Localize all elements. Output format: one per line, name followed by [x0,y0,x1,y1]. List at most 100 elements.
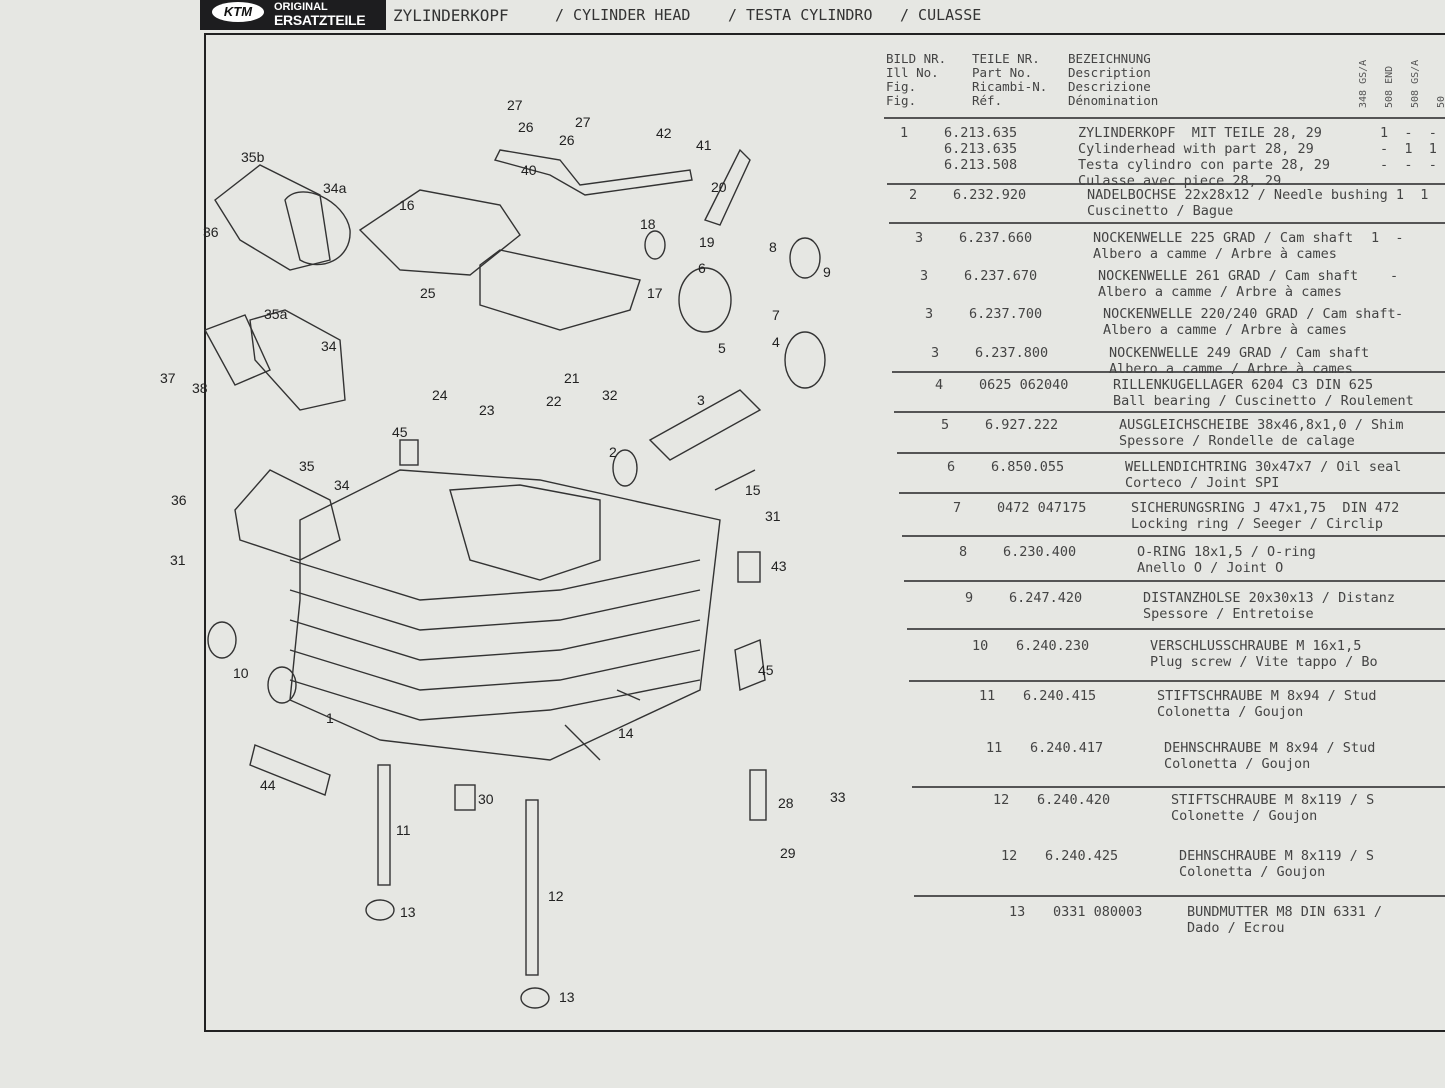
header-model: 508 GS/A [1410,60,1421,108]
part-description: STIFTSCHRAUBE M 8x119 / S Colonette / Go… [1171,792,1374,824]
part-number: 6.213.635 6.213.635 6.213.508 [944,125,1017,173]
part-description: NOCKENWELLE 225 GRAD / Cam shaft Albero … [1093,230,1353,262]
fig-number: 6 [947,459,955,475]
header-model: 50 [1436,96,1445,108]
callout-label: 1 [326,710,334,726]
callout-label: 34 [321,338,337,354]
callout-label: 35b [241,149,264,165]
callout-label: 16 [399,197,415,213]
callout-label: 3 [697,392,705,408]
part-description: WELLENDICHTRING 30x47x7 / Oil seal Corte… [1125,459,1401,491]
callout-label: 10 [233,665,249,681]
header-model: 348 GS/A [1358,60,1369,108]
fig-number: 5 [941,417,949,433]
fig-number: 12 [1001,848,1017,864]
part-number: 6.247.420 [1009,590,1082,606]
header-fig-no: BILD NR. Ill No. Fig. Fig. [886,52,946,108]
callout-label: 33 [830,789,846,805]
callout-label: 12 [548,888,564,904]
part-description: BUNDMUTTER M8 DIN 6331 / Dado / Ecrou [1187,904,1382,936]
part-number: 0625 062040 [979,377,1068,393]
part-number: 6.240.425 [1045,848,1118,864]
callout-label: 20 [711,179,727,195]
callout-label: 45 [758,662,774,678]
callout-label: 35a [264,306,287,322]
quantity: 1 - - - 1 1 - - - [1380,125,1437,173]
part-number: 0472 047175 [997,500,1086,516]
callout-label: 37 [160,370,176,386]
row-divider [884,117,1445,119]
fig-number: 3 [931,345,939,361]
cylinder-head-drawing [0,0,880,1084]
callout-label: 27 [507,97,523,113]
callout-label: 21 [564,370,580,386]
part-description: DEHNSCHRAUBE M 8x119 / S Colonetta / Gou… [1179,848,1374,880]
part-number: 6.237.670 [964,268,1037,284]
callout-label: 28 [778,795,794,811]
callout-label: 32 [602,387,618,403]
exploded-diagram: 27 26 27 26 42 41 40 35b 34a 16 20 18 19… [0,0,880,1084]
header-description: BEZEICHNUNG Description Descrizione Déno… [1068,52,1158,108]
callout-label: 36 [203,224,219,240]
fig-number: 10 [972,638,988,654]
callout-label: 18 [640,216,656,232]
callout-label: 6 [698,260,706,276]
part-number: 6.240.415 [1023,688,1096,704]
row-divider [897,452,1445,454]
part-description: DISTANZHOLSE 20x30x13 / Distanz Spessore… [1143,590,1395,622]
fig-number: 7 [953,500,961,516]
fig-number: 11 [986,740,1002,756]
part-description: ZYLINDERKOPF MIT TEILE 28, 29 Cylinderhe… [1078,125,1330,189]
fig-number: 12 [993,792,1009,808]
quantity: - [1395,306,1403,322]
quantity: 1 - [1371,230,1404,246]
row-divider [907,628,1445,630]
callout-label: 42 [656,125,672,141]
callout-label: 13 [559,989,575,1005]
callout-label: 9 [823,264,831,280]
fig-number: 1 [900,125,908,141]
callout-label: 31 [765,508,781,524]
callout-label: 38 [192,380,208,396]
callout-label: 27 [575,114,591,130]
row-divider [899,492,1445,494]
quantity: - [1390,268,1398,284]
callout-label: 17 [647,285,663,301]
callout-label: 25 [420,285,436,301]
callout-label: 2 [609,444,617,460]
callout-label: 19 [699,234,715,250]
row-divider [894,411,1445,413]
part-number: 6.240.230 [1016,638,1089,654]
part-number: 6.230.400 [1003,544,1076,560]
callout-label: 8 [769,239,777,255]
part-number: 6.237.800 [975,345,1048,361]
callout-label: 23 [479,402,495,418]
part-description: RILLENKUGELLAGER 6204 C3 DIN 625 Ball be… [1113,377,1414,409]
callout-label: 45 [392,424,408,440]
callout-label: 44 [260,777,276,793]
part-description: STIFTSCHRAUBE M 8x94 / Stud Colonetta / … [1157,688,1376,720]
row-divider [889,222,1445,224]
callout-label: 40 [521,162,537,178]
callout-label: 11 [396,822,411,838]
callout-label: 7 [772,307,780,323]
fig-number: 4 [935,377,943,393]
callout-label: 31 [170,552,186,568]
fig-number: 3 [915,230,923,246]
callout-label: 30 [478,791,494,807]
callout-label: 34a [323,180,346,196]
fig-number: 9 [965,590,973,606]
fig-number: 8 [959,544,967,560]
callout-label: 35 [299,458,315,474]
part-number: 6.237.660 [959,230,1032,246]
row-divider [912,786,1445,788]
part-description: NOCKENWELLE 261 GRAD / Cam shaft Albero … [1098,268,1358,300]
part-number: 6.232.920 [953,187,1026,203]
part-number: 6.850.055 [991,459,1064,475]
part-number: 6.240.417 [1030,740,1103,756]
callout-label: 26 [518,119,534,135]
parts-list-table: BILD NR. Ill No. Fig. Fig. TEILE NR. Par… [880,0,1445,1084]
part-description: SICHERUNGSRING J 47x1,75 DIN 472 Locking… [1131,500,1399,532]
row-divider [904,580,1445,582]
part-number: 0331 080003 [1053,904,1142,920]
